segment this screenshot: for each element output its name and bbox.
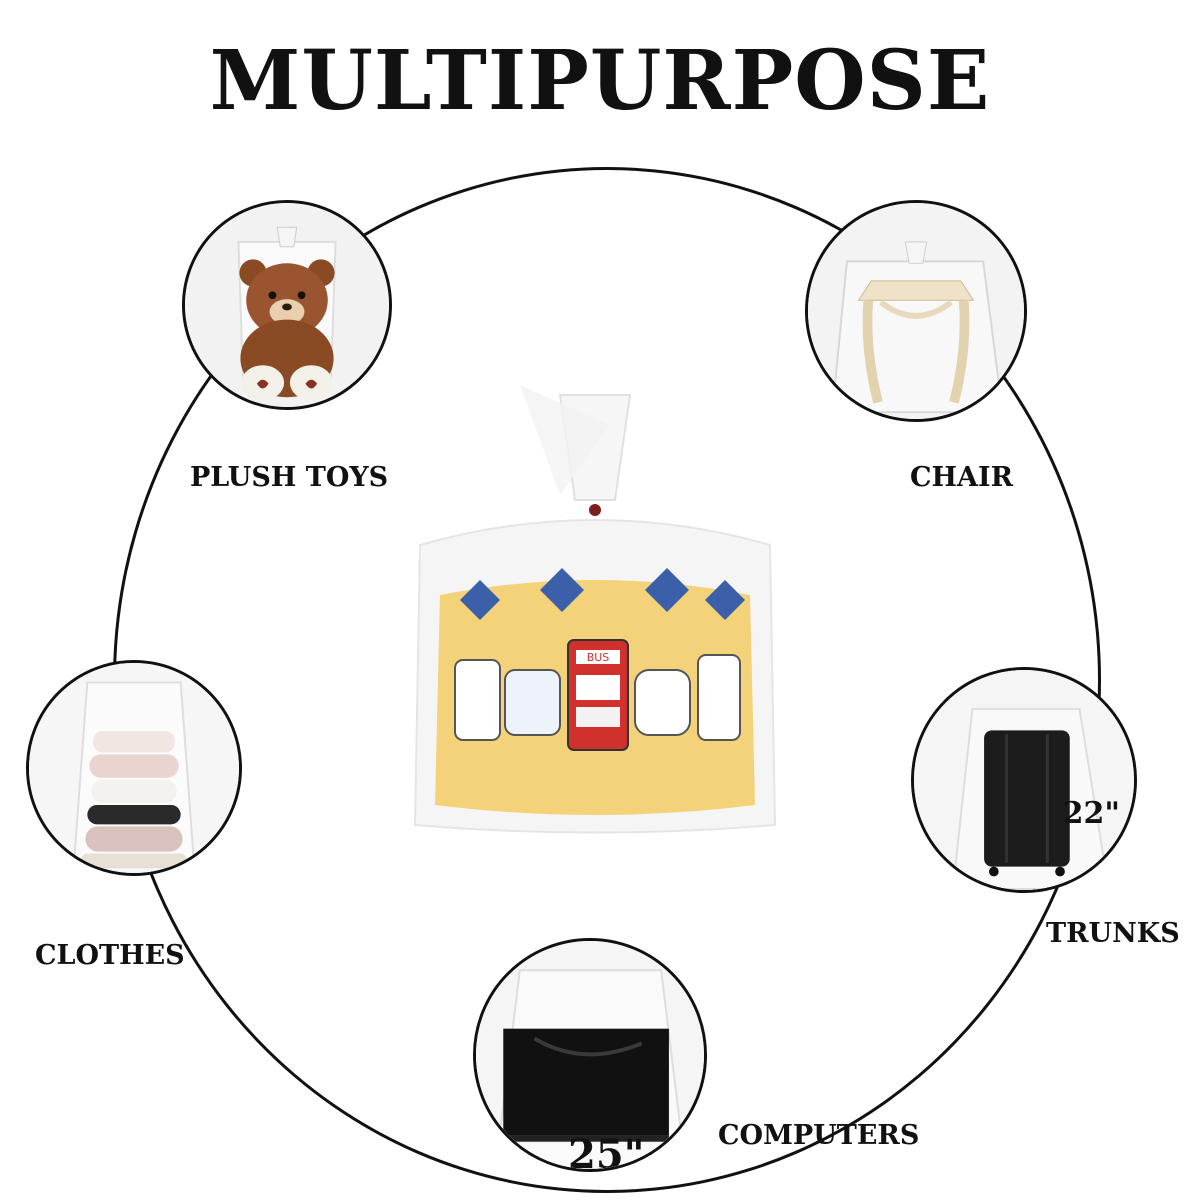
label-trunks: TRUNKS [1046,918,1180,949]
main-product-bag: BUS [400,385,790,845]
computer-size-label: 25" [568,1131,645,1172]
chair-icon [808,203,1024,419]
label-clothes: CLOTHES [35,940,185,971]
trunks-photo: 22" [911,667,1137,893]
monitor-icon [476,941,704,1169]
folded-clothes-icon [29,663,239,873]
trunk-size-label: 22" [1062,796,1120,831]
suitcase-icon [914,670,1134,890]
headline-title: MULTIPURPOSE [209,33,991,129]
computers-photo: 25" [473,938,707,1172]
teddy-bear-icon [185,203,389,407]
label-computers: COMPUTERS [718,1120,920,1151]
clothes-photo [26,660,242,876]
label-chair: CHAIR [910,462,1014,493]
bus-sign-text: BUS [587,651,610,664]
label-plush-toys: PLUSH TOYS [190,462,389,493]
plush-toys-photo [182,200,392,410]
chair-photo [805,200,1027,422]
bus-blanket-bag-icon: BUS [413,385,777,834]
